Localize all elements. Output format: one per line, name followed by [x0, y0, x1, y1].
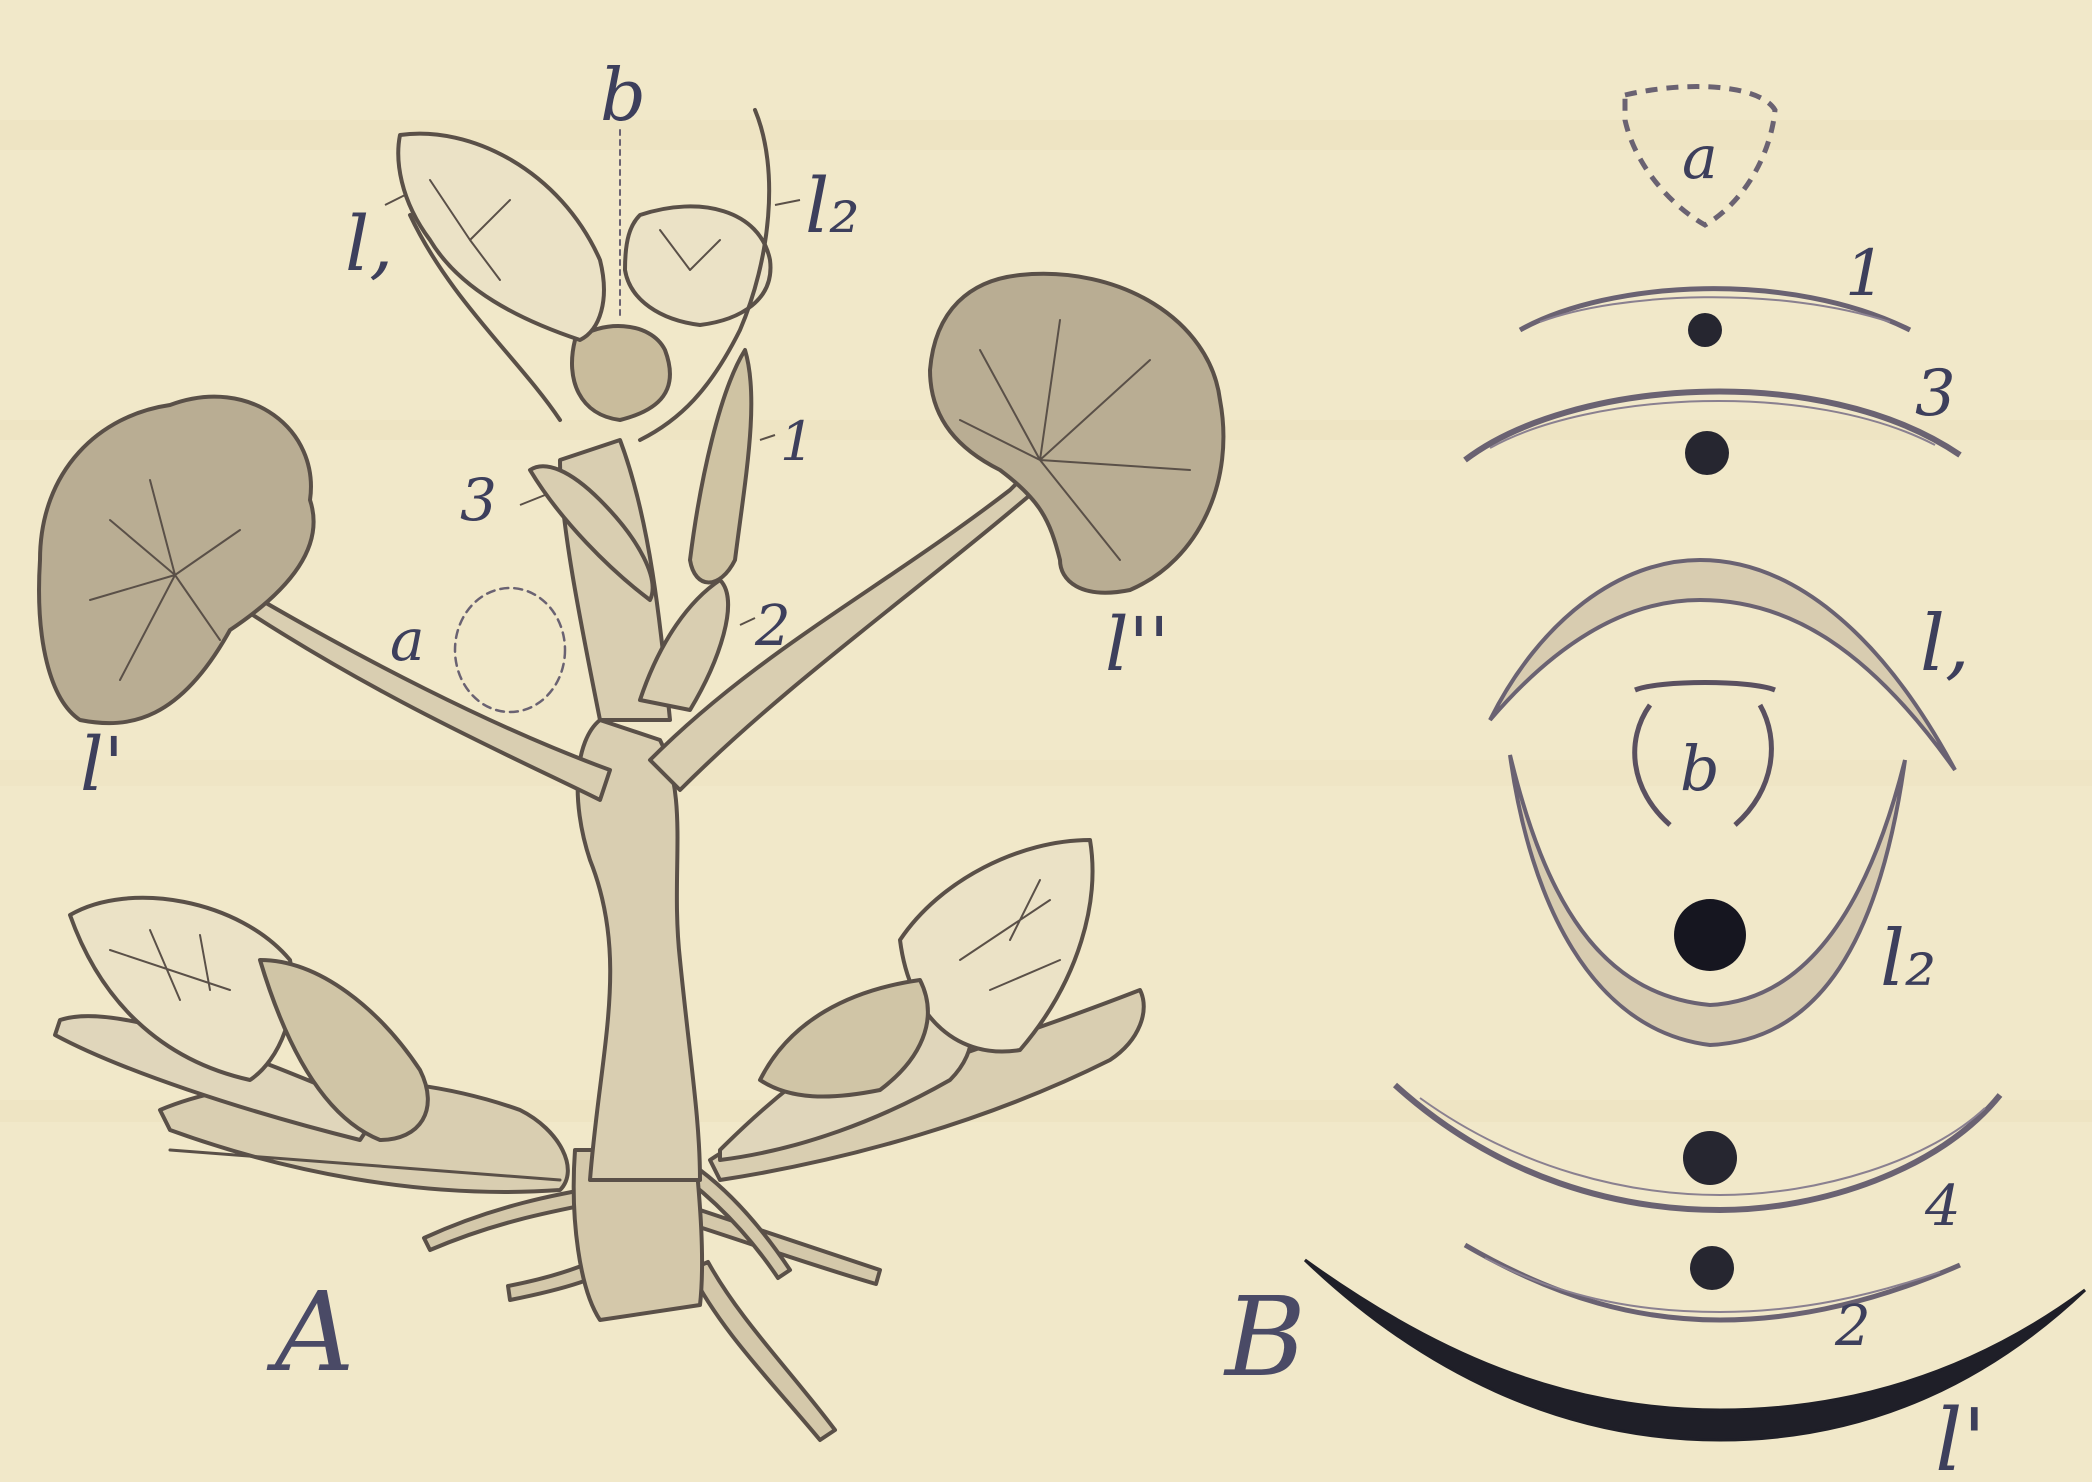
panel-a-label: A	[266, 1268, 354, 1396]
label-b-2: 2	[1834, 1294, 1871, 1359]
young-leaf-l1	[398, 134, 604, 340]
label-b-l2: l₂	[1880, 914, 1936, 1004]
label-b-1: 1	[1845, 237, 1886, 311]
panel-b-labels: a 1 3 l, b l₂ 4 2 l' B	[1223, 123, 1986, 1482]
b-crescent-l1	[1490, 560, 1955, 770]
scale-leaf-1	[690, 350, 751, 583]
label-b-a: a	[1682, 123, 1718, 193]
b-dot-l2	[1674, 899, 1746, 971]
label-b-b: b	[1680, 732, 1720, 805]
label-b-4: 4	[1924, 1174, 1961, 1239]
b-dot-4	[1683, 1131, 1737, 1185]
terminal-bud	[572, 326, 670, 420]
label-a-3: 3	[460, 466, 497, 534]
label-a-lpp: l''	[1105, 602, 1169, 688]
label-a-lp: l'	[80, 722, 124, 808]
b-dot-1	[1688, 313, 1722, 347]
lower-left-leaves	[55, 898, 568, 1192]
label-b-3: 3	[1915, 357, 1956, 431]
b-dot-2	[1690, 1246, 1734, 1290]
leaf-lp	[39, 397, 313, 723]
leaf-lpp	[930, 274, 1223, 593]
axillary-bud-a-outline	[455, 588, 565, 712]
label-a-1: 1	[780, 410, 814, 473]
label-a-2: 2	[754, 594, 791, 659]
b-dot-3	[1685, 431, 1729, 475]
label-a-a: a	[390, 606, 425, 674]
label-b-l1: l,	[1920, 599, 1970, 689]
panel-b-label: B	[1223, 1273, 1306, 1401]
lower-right-leaves	[710, 840, 1144, 1180]
label-b-lp: l'	[1935, 1391, 1986, 1482]
label-a-l1: l,	[345, 199, 393, 288]
label-a-b: b	[600, 53, 646, 137]
label-a-l2: l₂	[805, 161, 860, 250]
